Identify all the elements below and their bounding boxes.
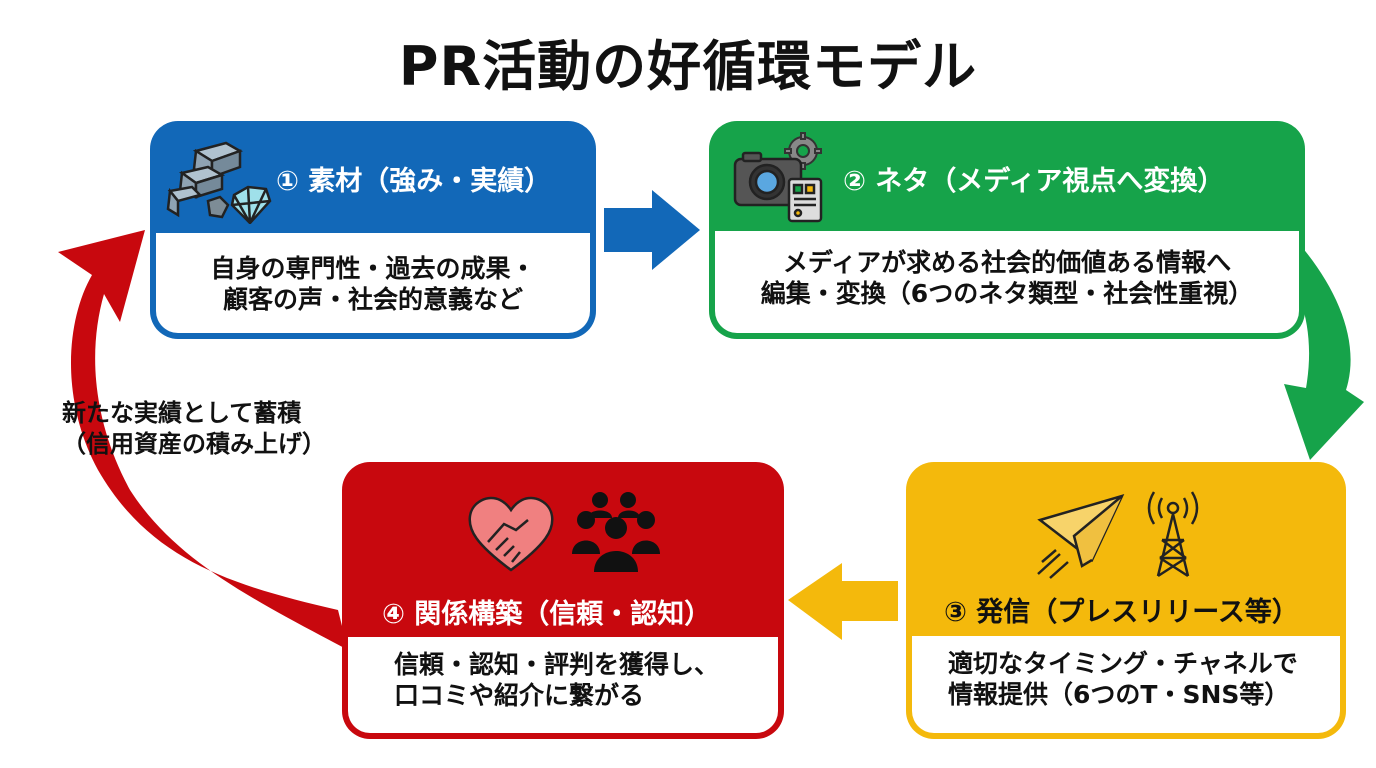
paper-plane-icon — [1037, 494, 1125, 579]
step-1-title: ① 素材（強み・実績） — [276, 166, 552, 197]
step-4-description: 信頼・認知・評判を獲得し、 口コミや紹介に繋がる — [348, 637, 778, 733]
feedback-note: 新たな実績として蓄積 （信用資産の積み上げ） — [62, 398, 326, 460]
people-group-icon — [572, 492, 660, 572]
metal-ingots-icon — [166, 141, 243, 218]
step-4-title: ④ 関係構築（信頼・認知） — [382, 599, 712, 630]
step-1-header: ① 素材（強み・実績） — [150, 121, 596, 233]
step-4-card: ④ 関係構築（信頼・認知） 信頼・認知・評判を獲得し、 口コミや紹介に繋がる — [342, 462, 784, 739]
step-2-title: ② ネタ（メディア視点へ変換） — [843, 166, 1225, 197]
step-1-line-1: 自身の専門性・過去の成果・ — [210, 254, 536, 283]
step-3-title: ③ 発信（プレスリリース等） — [944, 597, 1299, 628]
document-icon — [787, 177, 823, 223]
arrow-step3-to-step4 — [788, 563, 898, 640]
media-conversion-icon — [733, 132, 823, 223]
step-3-line-2: 情報提供（6つのT・SNS等） — [948, 680, 1290, 710]
step-4-header: ④ 関係構築（信頼・認知） — [342, 462, 784, 637]
feedback-note-line-2: （信用資産の積み上げ） — [62, 430, 326, 459]
step-1-card: ① 素材（強み・実績） 自身の専門性・過去の成果・ 顧客の声・社会的意義など — [150, 121, 596, 339]
step-3-line-1: 適切なタイミング・チャネルで — [948, 649, 1298, 678]
step-2-header: ② ネタ（メディア視点へ変換） — [709, 121, 1305, 231]
step-2-line-2: 編集・変換（6つのネタ類型・社会性重視） — [760, 279, 1254, 309]
step-4-line-2: 口コミや紹介に繋がる — [394, 681, 645, 711]
step-3-description: 適切なタイミング・チャネルで 情報提供（6つのT・SNS等） — [912, 636, 1340, 733]
step-2-line-1: メディアが求める社会的価値ある情報へ — [782, 248, 1232, 277]
step-3-header: ③ 発信（プレスリリース等） — [906, 462, 1346, 636]
step-2-card: ② ネタ（メディア視点へ変換） メディアが求める社会的価値ある情報へ 編集・変換… — [709, 121, 1305, 339]
broadcast-tower-icon — [1147, 491, 1199, 578]
diamond-icon — [230, 185, 272, 224]
materials-icon — [166, 141, 272, 224]
page-title: PR活動の好循環モデル — [398, 35, 978, 98]
heart-handshake-icon — [468, 496, 554, 572]
step-3-card: ③ 発信（プレスリリース等） 適切なタイミング・チャネルで 情報提供（6つのT・… — [906, 462, 1346, 739]
feedback-note-line-1: 新たな実績として蓄積 — [62, 399, 302, 427]
ore-rock-icon — [206, 195, 230, 219]
step-4-line-1: 信頼・認知・評判を獲得し、 — [394, 650, 720, 679]
step-1-description: 自身の専門性・過去の成果・ 顧客の声・社会的意義など — [156, 233, 590, 333]
step-1-line-2: 顧客の声・社会的意義など — [222, 285, 523, 315]
step-2-description: メディアが求める社会的価値ある情報へ 編集・変換（6つのネタ類型・社会性重視） — [715, 231, 1299, 333]
arrow-step1-to-step2 — [604, 190, 700, 270]
arrow-step4-to-step1 — [58, 230, 348, 650]
